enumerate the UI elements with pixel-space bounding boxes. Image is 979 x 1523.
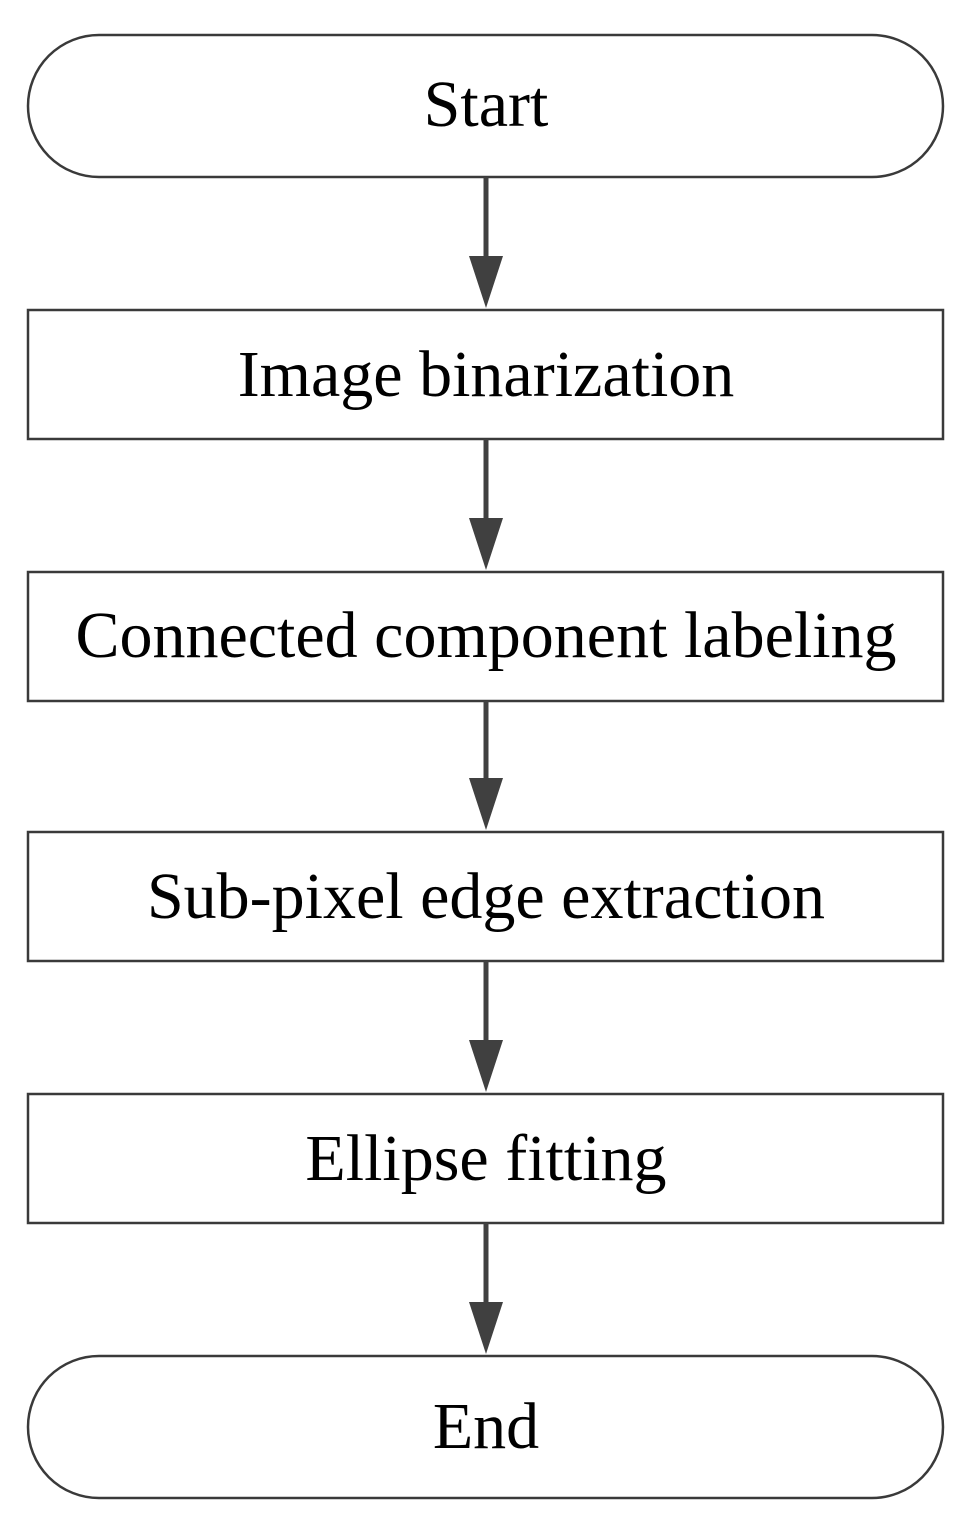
step-ellipse-fitting: Ellipse fitting (26, 1092, 945, 1225)
step-label: Sub-pixel edge extraction (147, 860, 825, 933)
step-connected-component-labeling: Connected component labeling (26, 570, 945, 703)
process-box (26, 308, 945, 441)
arrow-head-icon (469, 518, 503, 570)
process-box (26, 1092, 945, 1225)
step-image-binarization: Image binarization (26, 308, 945, 441)
arrow-start-to-binarization (469, 177, 503, 308)
start-label: Start (424, 68, 549, 141)
arrow-edge-extraction-to-ellipse-fitting (469, 961, 503, 1092)
step-label: Connected component labeling (75, 599, 896, 672)
process-box (26, 830, 945, 963)
arrow-ellipse-fitting-to-end (469, 1223, 503, 1354)
step-label: Image binarization (238, 338, 735, 411)
arrow-head-icon (469, 1040, 503, 1092)
start-node: Start (26, 33, 945, 179)
arrow-head-icon (469, 256, 503, 308)
step-sub-pixel-edge-extraction: Sub-pixel edge extraction (26, 830, 945, 963)
arrow-binarization-to-labeling (469, 439, 503, 570)
arrow-labeling-to-edge-extraction (469, 701, 503, 830)
arrow-head-icon (469, 778, 503, 830)
end-label: End (433, 1390, 539, 1463)
end-terminator-shape (26, 1354, 945, 1500)
end-node: End (26, 1354, 945, 1500)
step-label: Ellipse fitting (305, 1122, 666, 1195)
arrow-head-icon (469, 1302, 503, 1354)
